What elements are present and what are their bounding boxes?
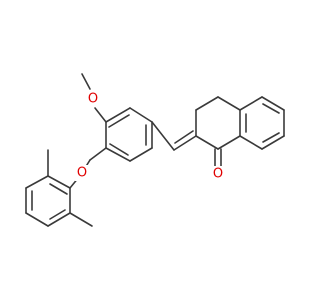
ring-b-bond-2 [129, 107, 153, 123]
ether-oxygen-atom: O [75, 165, 89, 181]
bond-methyl-bottom [69, 212, 93, 227]
ring-c-bond-2 [195, 96, 219, 111]
bond-methyl-o [81, 73, 91, 90]
ring-a-bond-5-inner [49, 209, 66, 220]
bond-o-aryl [94, 107, 107, 123]
bond-layer [25, 73, 285, 227]
ring-b-bond-5 [105, 147, 131, 162]
ring-a-bond-1-inner [49, 183, 68, 195]
bond-aryl-vinyl [151, 121, 175, 151]
bond-vinyl-double-inner [174, 130, 194, 144]
ring-d-bond-2-inner [262, 103, 280, 114]
ring-b-bond-5-inner [109, 143, 129, 156]
ring-a-bond-2 [25, 175, 49, 189]
ring-d-bond-4 [261, 135, 285, 150]
ring-d-bond-1 [239, 96, 263, 111]
ring-a-bond-1 [47, 175, 71, 189]
ring-a-bond-5 [47, 212, 71, 227]
bond-aryl-ch2 [89, 147, 107, 161]
ring-b-bond-1 [105, 107, 131, 123]
ring-c-bond-6 [195, 135, 219, 150]
ring-c-bond-5 [217, 135, 241, 150]
molecule-diagram: O O O [25, 73, 285, 227]
ring-d-bond-2 [261, 96, 285, 111]
carbonyl-oxygen-atom: O [211, 166, 225, 182]
ring-b-bond-1-inner [108, 114, 130, 128]
atom-layer: O O O [75, 91, 225, 182]
ring-d-bond-5 [239, 135, 263, 150]
ring-b-bond-4 [129, 147, 153, 162]
ring-a-bond-4 [25, 212, 49, 227]
carbonyl-oxygen-label: O [213, 167, 223, 182]
ether-oxygen-label: O [77, 166, 87, 181]
ring-d-bond-4-inner [262, 132, 280, 143]
methoxy-oxygen-label: O [88, 92, 98, 107]
ring-c-bond-3 [217, 96, 241, 111]
bond-vinyl-double [173, 135, 197, 151]
methoxy-oxygen-atom: O [86, 91, 100, 107]
